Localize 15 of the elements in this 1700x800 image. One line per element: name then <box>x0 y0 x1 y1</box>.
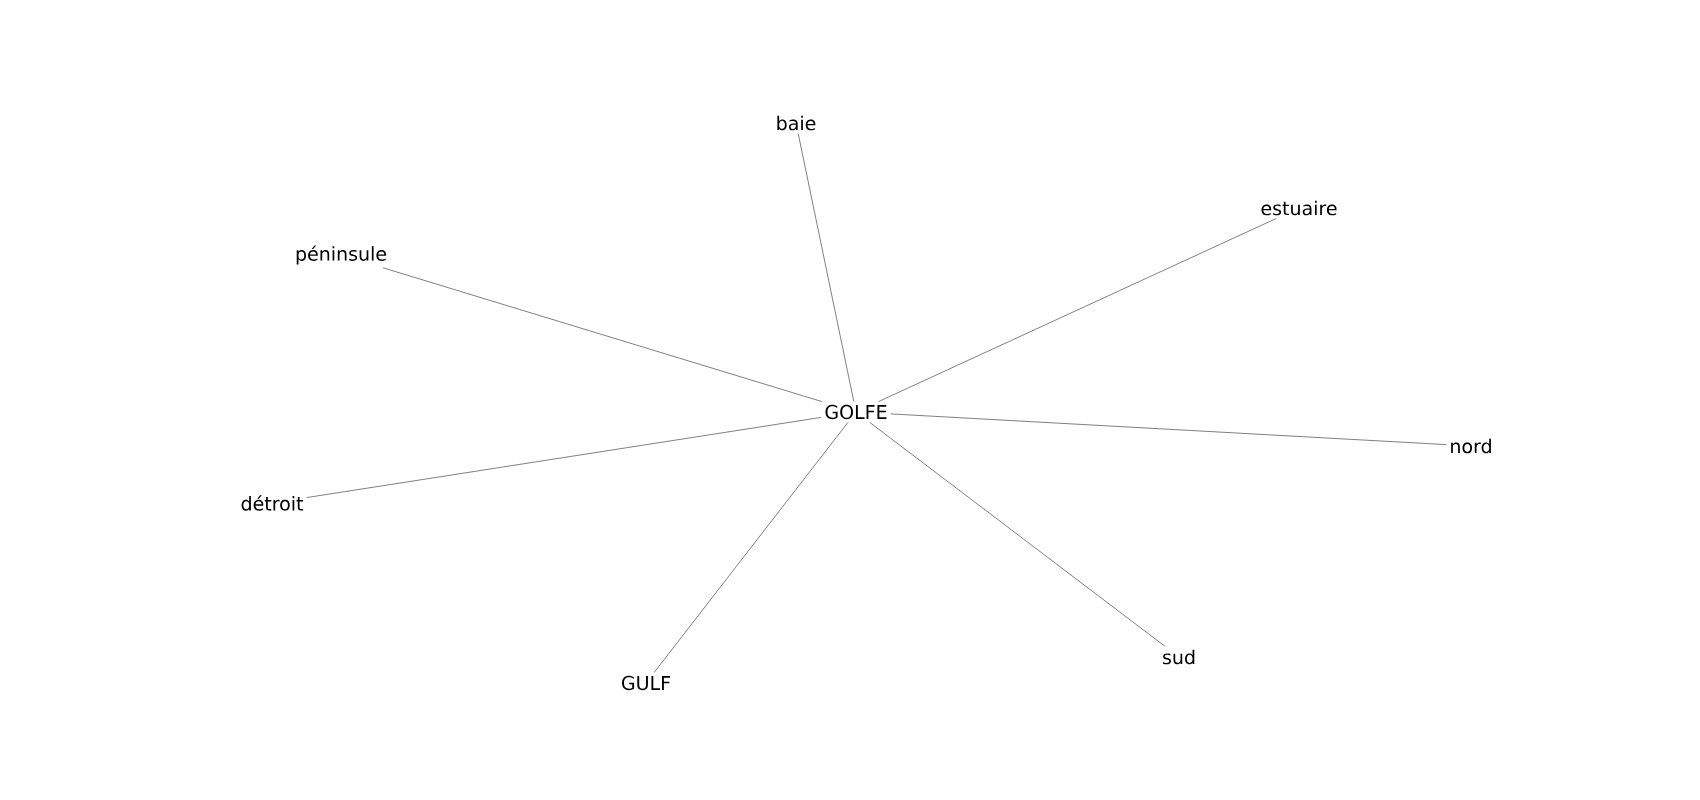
word-label: GULF <box>622 675 670 691</box>
connector-line <box>653 421 849 674</box>
word-label: nord <box>1451 438 1491 454</box>
connector-line <box>306 416 822 499</box>
word-label: estuaire <box>1261 200 1337 216</box>
word-label: sud <box>1163 649 1195 665</box>
word-label: détroit <box>241 495 304 511</box>
word-label: baie <box>777 115 816 131</box>
connector-line <box>890 413 1447 446</box>
connector-line <box>878 218 1277 403</box>
connector-line <box>869 421 1166 647</box>
connector-line <box>382 267 823 403</box>
connector-line <box>797 133 855 403</box>
word-label: péninsule <box>296 245 387 265</box>
word-label: GOLFE <box>825 404 887 420</box>
